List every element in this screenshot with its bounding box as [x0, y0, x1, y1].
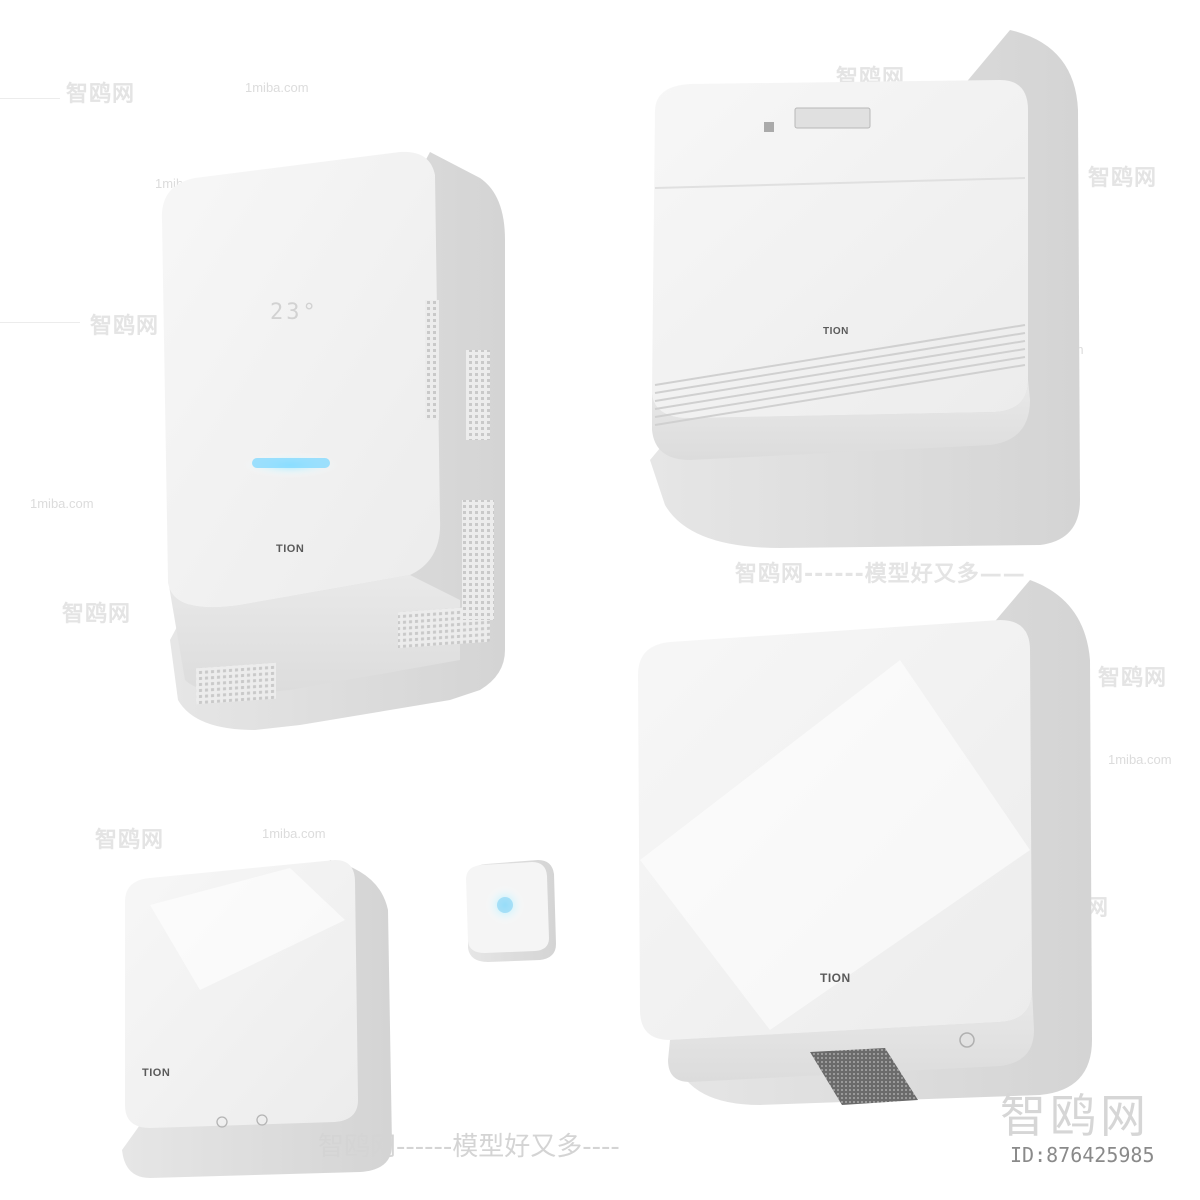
temperature-display: 23° [270, 300, 319, 325]
watermark-slogan: 智鸥网------模型好又多---- [318, 1132, 620, 1162]
control-button [216, 1116, 228, 1128]
watermark-site: 1miba.com [1108, 752, 1172, 767]
watermark-logo: 智鸥网 [66, 82, 136, 107]
image-id-label: ID:876425985 [1010, 1143, 1155, 1167]
tall-ventilation-unit [161, 151, 505, 730]
lcd-display [794, 107, 871, 129]
watermark-logo: 智鸥网 [90, 314, 160, 339]
vent-slats [654, 324, 1026, 426]
square-ventilation-unit [638, 580, 1092, 1105]
watermark-line [0, 322, 80, 323]
watermark-big-logo: 智鸥网 [1000, 1089, 1150, 1143]
watermark-line [0, 98, 60, 99]
tion-logo: TION [142, 1067, 171, 1079]
watermark-logo: 智鸥网 [95, 828, 165, 853]
power-button [959, 1032, 975, 1048]
small-ventilation-unit [122, 860, 392, 1178]
tion-logo: TION [820, 971, 851, 985]
control-button [256, 1114, 268, 1126]
watermark-logo: 智鸥网 [62, 602, 132, 627]
wall-controller [466, 860, 556, 962]
watermark-logo: 智鸥网 [1088, 166, 1158, 191]
watermark-site: 1miba.com [30, 496, 94, 511]
tion-logo: TION [276, 543, 305, 555]
power-indicator [764, 122, 774, 132]
wide-ventilation-unit [650, 30, 1080, 548]
watermark-slogan: 智鸥网------模型好又多—— [735, 562, 1026, 587]
watermark-site: 1miba.com [262, 826, 326, 841]
air-outlet [810, 1048, 918, 1105]
tion-logo: TION [823, 326, 849, 337]
watermark-logo: 智鸥网 [1098, 666, 1168, 691]
watermark-site: 1miba.com [245, 80, 309, 95]
